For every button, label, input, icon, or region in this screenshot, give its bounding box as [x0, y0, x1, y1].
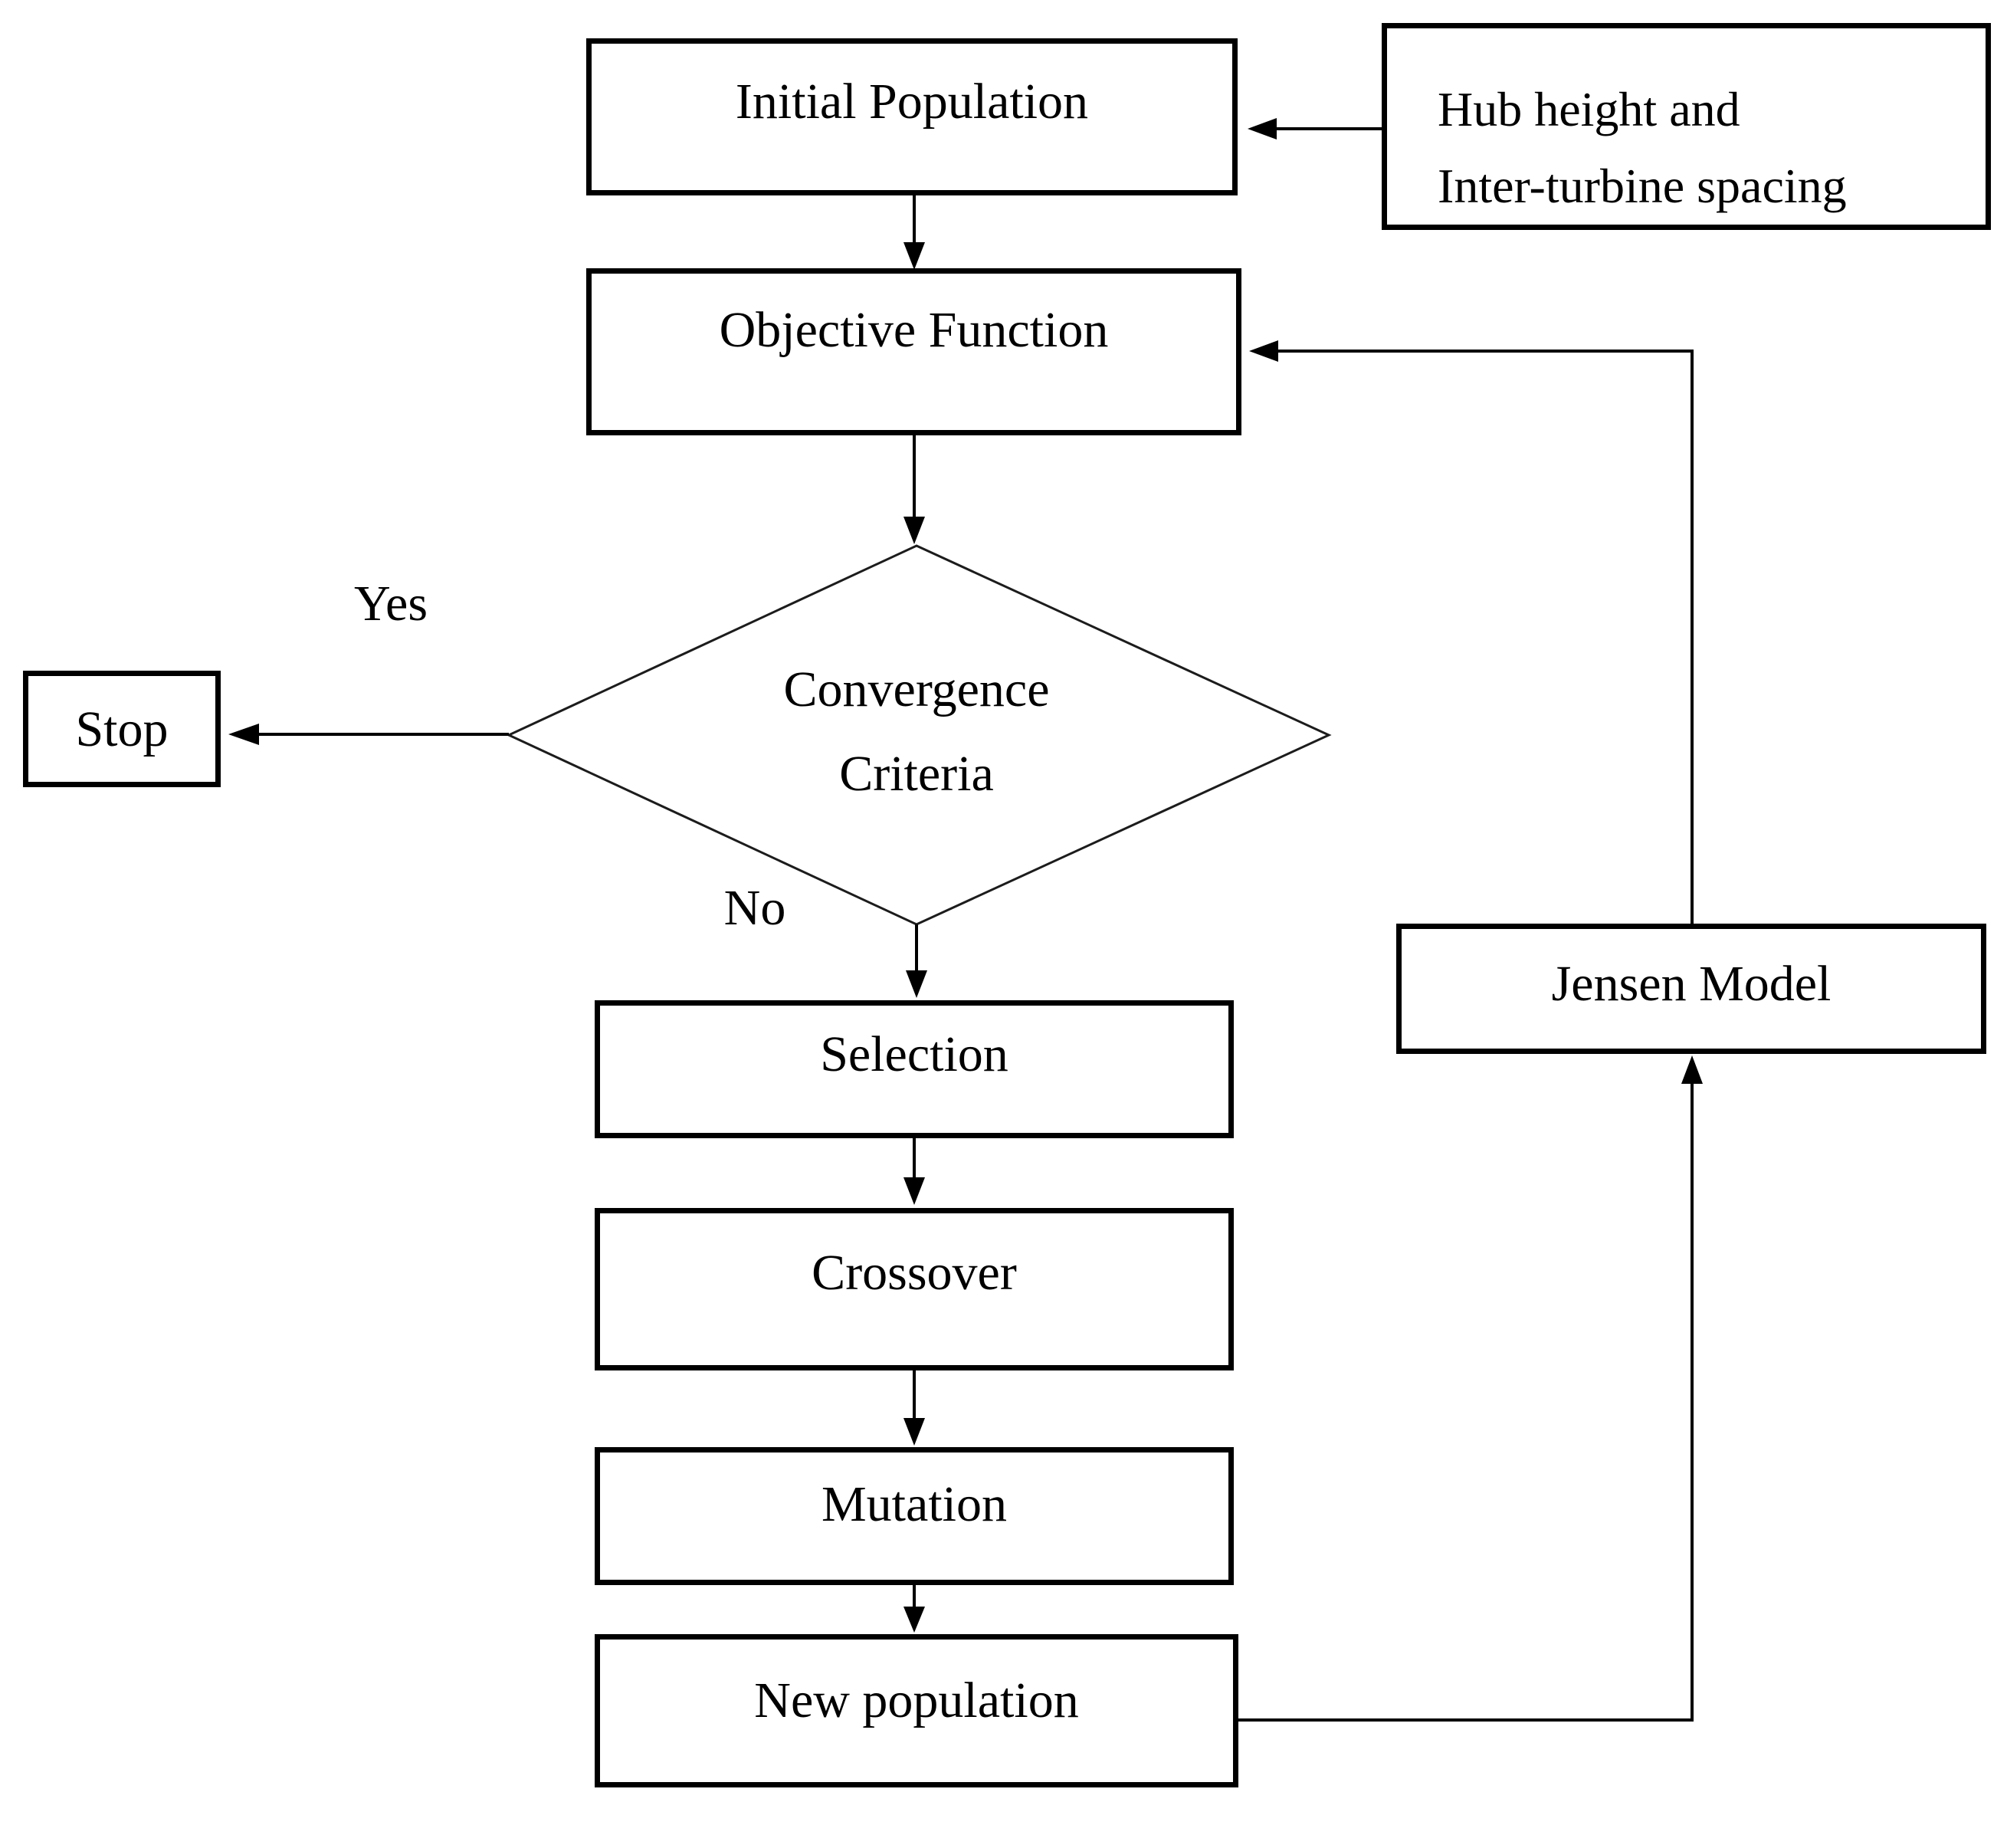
edge-label-no: No — [723, 880, 786, 936]
label-convergence-line1: Convergence — [783, 661, 1050, 717]
edge-jensen-to-objective-line — [1275, 350, 1694, 924]
edge-jensen-to-objective-arrowhead — [1249, 340, 1278, 362]
edge-selection-to-crossover-arrowhead — [903, 1177, 925, 1205]
node-mutation: Mutation — [595, 1447, 1234, 1585]
label-convergence-criteria: Convergence Criteria — [687, 648, 1146, 816]
edge-crossover-to-mutation-arrowhead — [903, 1418, 925, 1446]
label-objective-function: Objective Function — [719, 302, 1109, 358]
label-crossover: Crossover — [812, 1245, 1017, 1301]
edge-hub-to-initial-arrowhead — [1248, 118, 1277, 140]
node-new-population: New population — [595, 1634, 1238, 1787]
edge-objective-to-convergence-arrowhead — [903, 517, 925, 544]
node-jensen-model: Jensen Model — [1396, 924, 1986, 1054]
label-convergence-line2: Criteria — [839, 746, 994, 802]
edge-yes-to-stop-arrowhead — [228, 724, 259, 745]
edge-label-yes: Yes — [353, 576, 428, 632]
label-hub-inputs-line2: Inter-turbine spacing — [1438, 159, 1847, 213]
label-mutation: Mutation — [821, 1476, 1007, 1532]
node-crossover: Crossover — [595, 1208, 1234, 1370]
label-stop: Stop — [75, 701, 169, 757]
label-selection: Selection — [820, 1026, 1008, 1082]
node-objective-function: Objective Function — [586, 268, 1241, 435]
node-initial-population: Initial Population — [586, 38, 1238, 195]
node-selection: Selection — [595, 1000, 1234, 1138]
node-hub-inputs: Hub height and Inter-turbine spacing — [1382, 23, 1991, 230]
edge-newpop-to-jensen-arrowhead — [1681, 1055, 1703, 1084]
edge-mutation-to-newpop-arrowhead — [903, 1607, 925, 1633]
node-stop: Stop — [23, 671, 221, 787]
edge-newpop-to-jensen-line — [1238, 1082, 1694, 1722]
label-new-population: New population — [754, 1672, 1079, 1728]
label-jensen-model: Jensen Model — [1551, 956, 1832, 1012]
edge-initial-to-objective-arrowhead — [903, 242, 925, 270]
edge-no-to-selection-arrowhead — [906, 970, 927, 998]
label-hub-inputs-line1: Hub height and — [1438, 82, 1740, 136]
label-initial-population: Initial Population — [735, 74, 1089, 130]
